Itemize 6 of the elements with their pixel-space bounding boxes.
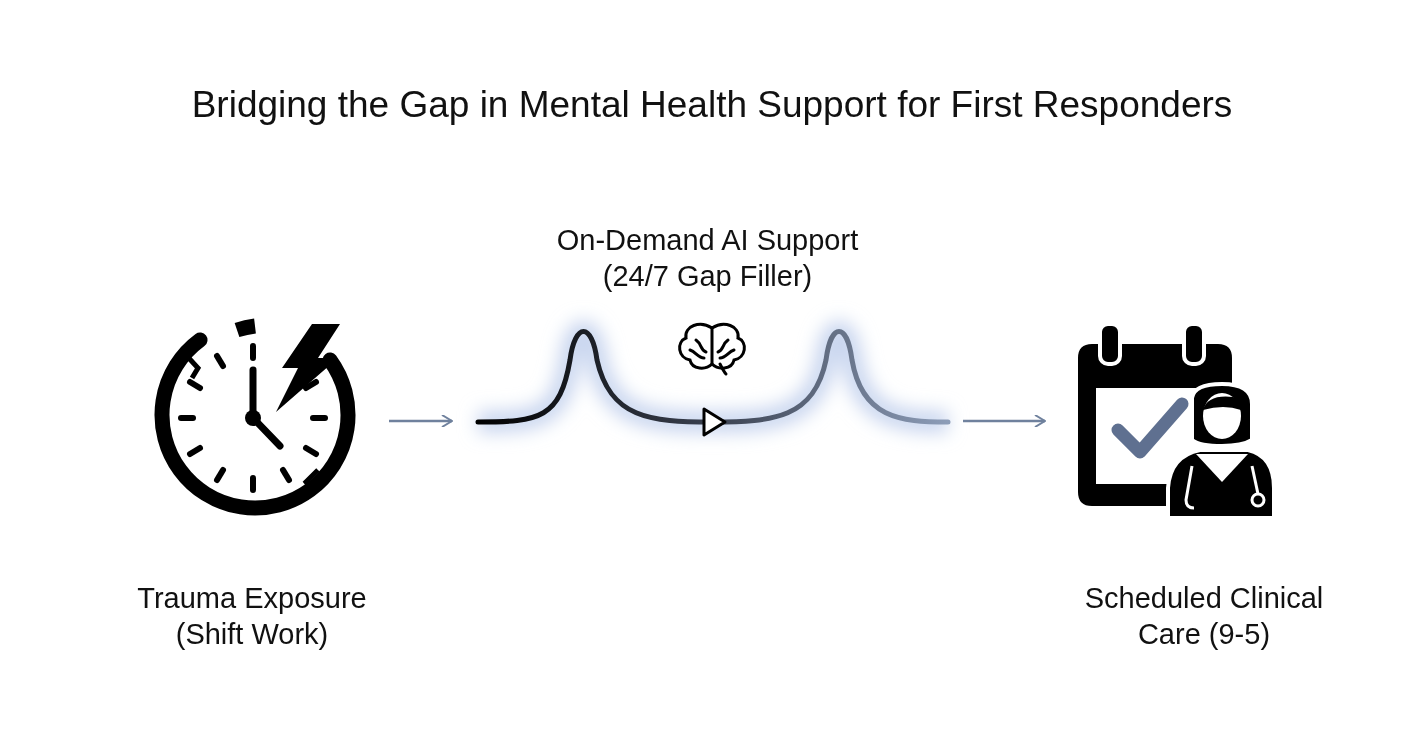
arrow — [389, 414, 453, 428]
node-label: On-Demand AI Support (24/7 Gap Filler) — [555, 223, 860, 294]
arrow — [963, 414, 1046, 428]
diagram-title: Bridging the Gap in Mental Health Support for First Responders — [191, 84, 1233, 126]
node-label: Scheduled Clinical Care (9-5) — [1084, 581, 1324, 652]
node-label: Trauma Exposure (Shift Work) — [136, 581, 368, 652]
